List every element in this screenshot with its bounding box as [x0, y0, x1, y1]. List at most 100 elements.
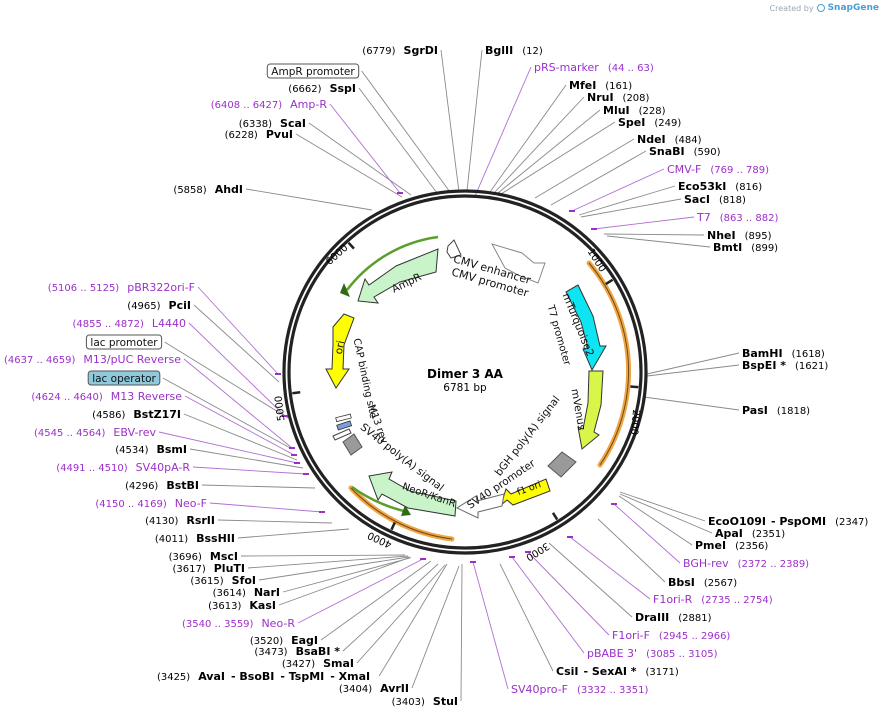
label-31-avai-leader [378, 563, 448, 677]
label-29-stui-pos: (3403) [392, 697, 425, 708]
label-31-avai-extra: - BsoBI [231, 670, 274, 683]
label-15-bamhi-leader [646, 352, 740, 375]
label-31-avai-pos: (3425) [157, 672, 190, 683]
label-10-eco53ki-name: Eco53kI [678, 180, 726, 193]
label-42-rsrii: RsrII(4130) [145, 514, 215, 527]
label-14-bmti: BmtI(899) [713, 241, 778, 254]
label-55-pbr322ori-f: pBR322ori-F(5106 .. 5125) [48, 281, 195, 294]
label-24-draiii-pos: (2881) [678, 613, 711, 624]
label-12-t7-leader [593, 216, 695, 230]
label-56-ahdi-leader [245, 188, 373, 211]
label-2-prs-marker-pos: (44 .. 63) [608, 63, 654, 74]
label-34-eagi: EagI(3520) [250, 634, 318, 647]
label-32-smai-name: SmaI [323, 657, 354, 670]
label-25-f1ori-f-name: F1ori-F [612, 629, 650, 642]
label-51-m13-puc-reverse-name: M13/pUC Reverse [83, 353, 181, 366]
label-0-sgrdi-pos: (6779) [362, 46, 395, 57]
label-61-ampr-promoter-box [266, 63, 360, 79]
label-56-ahdi-pos: (5858) [173, 185, 206, 196]
label-35-neo-r-pos: (3540 .. 3559) [182, 619, 254, 630]
label-45-sv40pa-r-name: SV40pA-R [136, 461, 191, 474]
tick-mark-3000 [551, 512, 559, 521]
label-47-ebv-rev-name: EBV-rev [113, 426, 156, 439]
label-30-avrii: AvrII(3404) [339, 682, 409, 695]
label-35-neo-r-name: Neo-R [261, 617, 295, 630]
feature-mturquoise2-cap [565, 284, 579, 293]
label-26-pbabe-3-leader [511, 556, 585, 654]
label-47-ebv-rev: EBV-rev (4545 .. 4564) [34, 426, 156, 439]
label-13-nhei-name: NheI [707, 229, 736, 242]
label-4-nrui: NruI(208) [587, 91, 650, 104]
label-1-bglii-leader [466, 49, 483, 192]
label-25-f1ori-f: F1ori-F(2945 .. 2966) [612, 629, 730, 642]
label-43-neo-f-pos: (4150 .. 4169) [95, 499, 167, 510]
feature-arc-green-2-head [401, 505, 411, 516]
label-1-bglii-name: BglII [485, 44, 513, 57]
label-42-rsrii-pos: (4130) [145, 516, 178, 527]
label-2-prs-marker: pRS-marker (44 .. 63) [534, 61, 654, 74]
label-25-f1ori-f-leader [527, 551, 610, 636]
label-45-sv40pa-r-pos: (4491 .. 4510) [56, 463, 128, 474]
feature-label-sv40-poly-a-signal: SV40 poly(A) signal [358, 421, 446, 494]
label-47-ebv-rev-leader [158, 431, 298, 464]
label-23-f1ori-r: F1ori-R(2735 .. 2754) [653, 593, 773, 606]
feature-bgh-polya-box [547, 451, 577, 478]
label-14-bmti-leader [606, 235, 711, 248]
label-58-scai: ScaI(6338) [239, 117, 306, 130]
backbone-outer-ring [282, 189, 648, 555]
label-31-avai: AvaI- BsoBI- TspMI- XmaI(3425) [157, 670, 370, 683]
leader-lines [158, 49, 740, 702]
label-19-apai-pos: (2351) [752, 529, 785, 540]
label-19-apai-leader [619, 493, 713, 534]
backbone-inner-ring [287, 194, 643, 550]
label-56-ahdi-name: AhdI [215, 183, 243, 196]
label-41-bsshii: BssHII(4011) [155, 532, 235, 545]
label-52-lac-promoter-leader [164, 341, 289, 419]
label-22-bbsi: BbsI(2567) [668, 576, 737, 589]
label-19-apai: ApaI (2351) [715, 527, 785, 540]
label-26-pbabe-3: pBABE 3'(3085 .. 3105) [587, 647, 718, 660]
label-21-bgh-rev-name: BGH-rev [683, 557, 729, 570]
label-29-stui-name: StuI [433, 695, 458, 708]
label-36-kasi: KasI(3613) [208, 599, 276, 612]
label-26-pbabe-3-pos: (3085 .. 3105) [646, 649, 718, 660]
label-32-smai-pos: (3427) [282, 659, 315, 670]
label-39-pluti-pos: (3617) [172, 564, 205, 575]
label-16-bspei-pos: (1621) [795, 361, 828, 372]
label-35-neo-r-leader [297, 558, 424, 624]
plasmid-name: Dimer 3 AA [427, 367, 504, 381]
tick-mark-4000 [390, 521, 396, 531]
label-4-nrui-pos: (208) [623, 93, 650, 104]
label-6-spei-name: SpeI [618, 116, 645, 129]
feature-f1-ori-arrow [500, 478, 551, 507]
label-29-stui: StuI (3403) [392, 695, 458, 708]
label-17-pasi-name: PasI [742, 404, 768, 417]
label-37-nari-leader [282, 557, 411, 593]
label-24-draiii: DraIII(2881) [635, 611, 712, 624]
label-33-bsabi-name: BsaBI * [296, 645, 341, 658]
label-30-avrii-leader [411, 565, 460, 689]
label-61-ampr-promoter-leader [361, 70, 451, 193]
label-15-bamhi: BamHI(1618) [742, 347, 825, 360]
label-20-pmei-name: PmeI [695, 539, 726, 552]
label-54-pcii: PciI(4965) [127, 299, 191, 312]
feature-ampr-arrow [357, 248, 439, 304]
label-51-m13-puc-reverse: M13/pUC Reverse(4637 .. 4659) [4, 353, 181, 366]
label-47-ebv-rev-pos: (4545 .. 4564) [34, 428, 106, 439]
label-13-nhei-leader [603, 233, 705, 236]
label-57-pvui-pos: (6228) [225, 130, 258, 141]
label-12-t7-pos: (863 .. 882) [720, 213, 779, 224]
label-8-snabi-name: SnaBI [649, 145, 685, 158]
label-0-sgrdi: SgrDI(6779) [362, 44, 438, 57]
label-2-prs-marker-name: pRS-marker [534, 61, 599, 74]
label-28-sv40pro-f-leader [472, 561, 509, 690]
label-44-bstbi-leader [201, 484, 316, 489]
label-1-bglii-pos: (12) [522, 46, 543, 57]
label-19-apai-name: ApaI [715, 527, 743, 540]
label-41-bsshii-leader [237, 528, 350, 539]
label-11-saci-name: SacI [684, 193, 710, 206]
label-20-pmei-leader [618, 495, 693, 546]
label-60-sspi-name: SspI [330, 82, 356, 95]
label-32-smai-leader [356, 564, 446, 664]
label-57-pvui-leader [295, 133, 403, 198]
